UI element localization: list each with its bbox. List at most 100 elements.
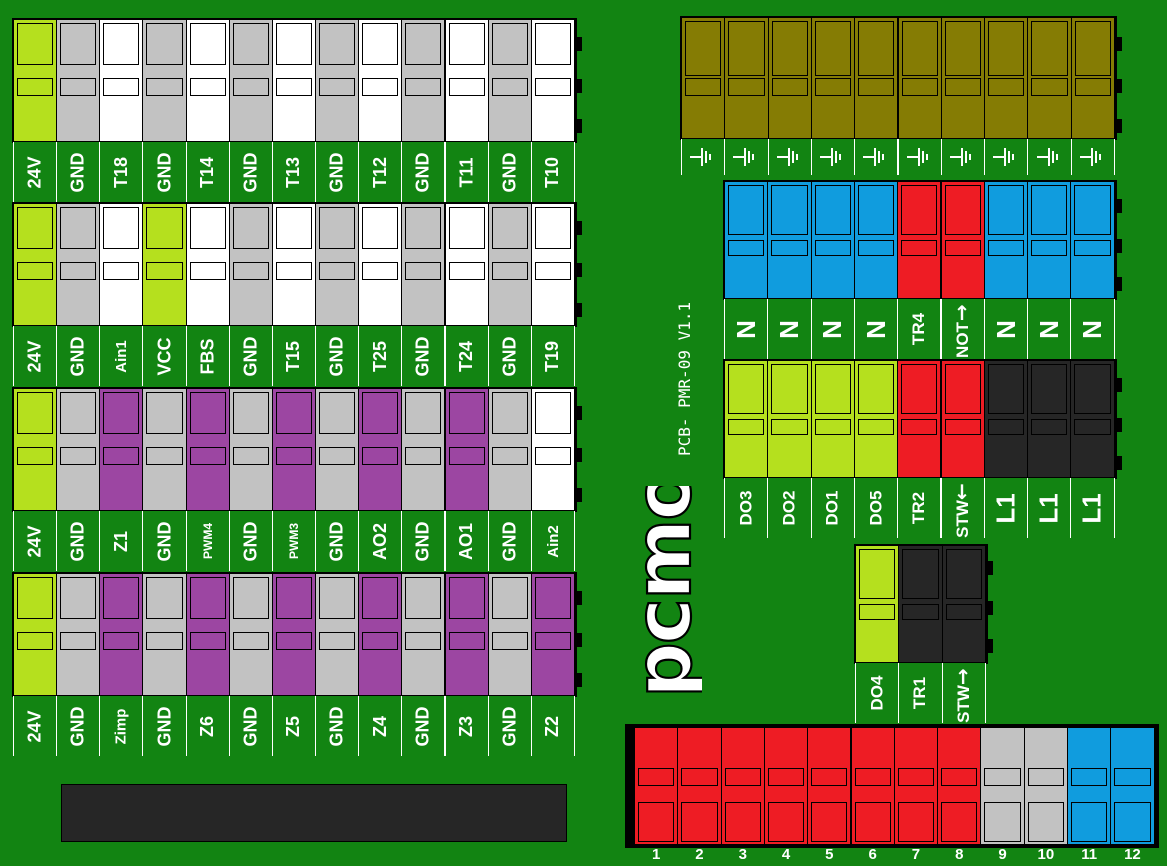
lime-block-terminal-4-socket <box>857 364 895 414</box>
blue-block-terminal-3-screw-slot <box>814 240 851 256</box>
lime-block-label-9: L1 <box>1070 478 1115 538</box>
left-block-3-terminal-3-socket <box>103 392 140 434</box>
olive-terminal-6-screw-slot <box>901 78 938 96</box>
left-block-4-terminal-6-socket <box>232 577 269 619</box>
blue-block-label-2-text: N <box>773 319 804 339</box>
blue-block-terminal-1-screw-slot <box>728 240 765 256</box>
left-block-1-terminal-2-screw-slot <box>60 78 97 96</box>
left-block-2-terminal-3-screw-slot <box>103 262 140 280</box>
left-block-4-terminal-2-socket <box>60 577 97 619</box>
left-block-1-terminal-6-socket <box>232 23 269 65</box>
left-block-2-terminal-2 <box>56 203 101 326</box>
left-block-2-terminal-7 <box>271 203 317 326</box>
olive-terminal-10-socket <box>1074 21 1111 76</box>
lime-block-terminal-7-socket <box>987 364 1025 414</box>
blue-block-terminal-4 <box>853 181 899 299</box>
left-block-4-terminal-13 <box>530 573 575 696</box>
left-block-3-terminal-13-screw-slot <box>534 447 571 465</box>
left-block-3-label-7-text: PWM3 <box>286 523 301 559</box>
bottom-terminal-12 <box>1110 727 1155 845</box>
left-block-1-terminal-6 <box>228 19 273 142</box>
left-block-1-terminal-5-screw-slot <box>189 78 226 96</box>
blue-block-terminal-1-socket <box>728 185 765 235</box>
left-block-1-label-3: T18 <box>99 142 144 202</box>
left-block-3-terminal-1-screw-slot <box>17 447 54 465</box>
olive-ground-label-3 <box>767 139 812 175</box>
olive-terminal-1-screw-slot <box>685 78 722 96</box>
left-block-3-label-4: GND <box>142 511 187 571</box>
bottom-terminal-10 <box>1023 727 1068 845</box>
small-block-terminal-2-socket <box>902 549 939 599</box>
blue-block-terminal-2-socket <box>771 185 808 235</box>
left-block-2-label-10-text: GND <box>412 336 433 376</box>
left-block-4-label-5: Z6 <box>185 696 230 756</box>
left-block-2-label-4-text: VCC <box>154 336 175 376</box>
blue-block-terminal-9-socket <box>1074 185 1111 235</box>
bottom-terminal-11-socket <box>1071 768 1108 786</box>
bottom-block-notch-1 <box>625 785 631 799</box>
olive-terminal-4 <box>810 17 856 139</box>
lime-block-terminal-1 <box>724 360 769 478</box>
left-block-2-terminal-6-screw-slot <box>232 262 269 280</box>
small-block-terminal-3-socket <box>945 549 982 599</box>
bottom-terminal-1-socket <box>638 768 675 786</box>
bottom-terminal-7-socket <box>897 768 935 786</box>
bottom-terminal-2 <box>677 727 722 845</box>
left-block-3-terminal-13 <box>530 388 575 511</box>
bottom-terminal-1 <box>634 727 679 845</box>
left-block-2-terminal-1-socket <box>17 207 54 249</box>
left-block-2-terminal-8-screw-slot <box>319 262 356 280</box>
left-block-3-notch-2 <box>575 488 582 502</box>
lime-block-label-6-text: STW <box>952 500 972 538</box>
left-block-3-label-7: PWM3 <box>271 511 317 571</box>
left-block-1-label-1: 24V <box>13 142 58 202</box>
left-block-4-label-11-text: Z3 <box>456 715 477 737</box>
left-block-3-terminal-5-screw-slot <box>189 447 226 465</box>
left-block-2-label-4: VCC <box>142 326 187 386</box>
left-block-3-terminal-8-screw-slot <box>319 447 356 465</box>
left-block-1-terminal-7-socket <box>275 23 313 65</box>
blue-block-terminal-9 <box>1070 181 1115 299</box>
left-block-1-terminal-13-socket <box>534 23 571 65</box>
small-block-label-2: TR1 <box>898 663 943 723</box>
lime-block-terminal-6-socket <box>944 364 981 414</box>
left-block-4-terminal-8-screw-slot <box>319 632 356 650</box>
blue-block-label-7-text: N <box>990 319 1021 339</box>
left-block-2-label-2: GND <box>56 326 101 386</box>
bottom-terminal-7-screw-slot <box>897 802 935 842</box>
left-block-3-terminal-2-screw-slot <box>60 447 97 465</box>
left-block-2-terminal-1-screw-slot <box>17 262 54 280</box>
left-block-3-terminal-10 <box>401 388 446 511</box>
left-block-4-terminal-12-screw-slot <box>491 632 528 650</box>
left-block-1-terminal-11 <box>444 19 489 142</box>
left-block-1-terminal-3 <box>99 19 144 142</box>
left-block-3-terminal-12-socket <box>491 392 528 434</box>
left-block-4-label-5-text: Z6 <box>197 715 218 737</box>
left-block-1-terminal-7-screw-slot <box>275 78 313 96</box>
olive-terminal-8-screw-slot <box>988 78 1025 96</box>
blue-block-terminal-4-screw-slot <box>857 240 895 256</box>
lime-block-notch-0 <box>1115 378 1122 392</box>
lime-block-terminal-7-screw-slot <box>987 419 1025 435</box>
left-block-4-terminal-4-screw-slot <box>146 632 183 650</box>
bottom-terminal-number-10: 10 <box>1037 846 1055 863</box>
left-block-3-terminal-11 <box>444 388 489 511</box>
left-block-1-label-3-text: T18 <box>110 156 131 188</box>
left-block-1-terminal-4-socket <box>146 23 183 65</box>
lime-block-terminal-5 <box>897 360 942 478</box>
left-block-3-terminal-7 <box>271 388 317 511</box>
left-block-4-label-11: Z3 <box>444 696 489 756</box>
left-block-4-terminal-5-screw-slot <box>189 632 226 650</box>
left-block-4-label-3: Zimp <box>99 696 144 756</box>
left-block-2-terminal-5-socket <box>189 207 226 249</box>
left-block-3-terminal-5 <box>185 388 230 511</box>
left-block-4-label-7: Z5 <box>271 696 317 756</box>
left-block-1-terminal-9 <box>358 19 403 142</box>
lime-block-terminal-9-screw-slot <box>1074 419 1111 435</box>
left-block-4-label-6-text: GND <box>240 706 261 746</box>
left-block-3-label-13-text: Ain2 <box>544 524 562 558</box>
left-block-3-terminal-5-socket <box>189 392 226 434</box>
left-block-4-label-4-text: GND <box>154 706 174 746</box>
olive-terminal-5-screw-slot <box>858 78 895 96</box>
olive-terminal-6-socket <box>901 21 938 76</box>
